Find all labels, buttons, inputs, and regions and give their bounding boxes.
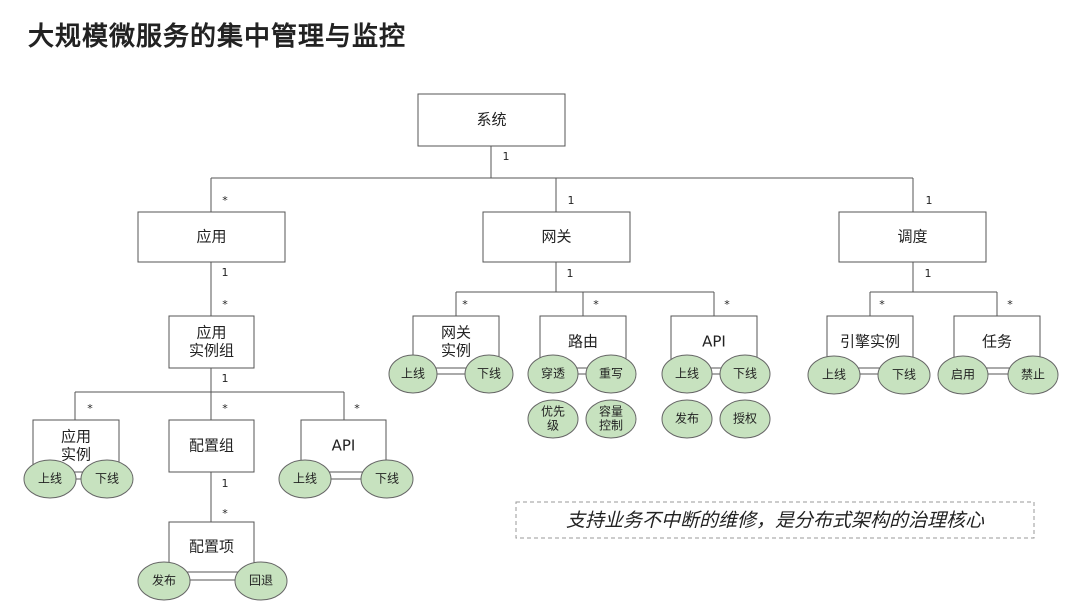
mult-gw-api-many: * [724,298,730,311]
bubble-engine-online-label: 上线 [822,368,846,382]
bubble-gw-instance-online-label: 上线 [401,367,425,381]
node-app-instance-label: 应用 [61,428,91,446]
bubble-app-instance-offline [80,459,134,499]
bubble-gw-instance-offline-label: 下线 [477,367,501,381]
mult-route-many: * [593,298,599,311]
mult-gw-instance-many: * [462,298,468,311]
node-route-label: 路由 [568,333,598,351]
bubble-route-penetrate-label: 穿透 [541,366,565,381]
bubble-task-enable [937,355,989,395]
callout-box [515,501,1035,539]
bubble-gw-api-authorize [719,399,771,439]
node-config-item [168,521,255,573]
node-app-label: 应用 [196,228,226,246]
mult-app-one: 1 [222,266,229,279]
bubble-route-rewrite [585,354,637,394]
mult-group-many: * [222,298,228,311]
bubble-config-publish [137,561,191,601]
node-config-group [168,419,255,473]
node-schedule [838,211,987,263]
bubble-app-api-online-label: 上线 [293,472,317,486]
bubble-gw-api-offline [719,354,771,394]
bubble-route-priority-label: 优先 [541,405,565,419]
bubble-engine-offline [877,355,931,395]
bubble-gw-api-publish-label: 发布 [675,411,699,426]
node-gw-api-label: API [702,333,726,351]
node-engine-instance-label: 引擎实例 [840,333,900,351]
node-gw-instance-label: 实例 [441,342,471,360]
bubble-route-penetrate [527,354,579,394]
bubble-route-capacity-label: 控制 [599,419,623,433]
mult-app-many: * [222,194,228,207]
mult-schedule-child-one: 1 [925,267,932,280]
mult-task-many: * [1007,298,1013,311]
bubble-route-capacity [585,399,637,439]
node-app-api-label: API [332,437,356,455]
mult-app-instance-many: * [87,402,93,415]
bubble-task-disable-label: 禁止 [1021,368,1045,382]
node-task-label: 任务 [982,333,1012,351]
mult-config-group-many: * [222,402,228,415]
mult-gateway-child-one: 1 [567,267,574,280]
node-app-instance-group [168,315,255,369]
node-app-instance-group-label: 应用 [196,324,226,342]
bubble-task-enable-label: 启用 [951,368,975,382]
bubble-gw-api-publish [661,399,713,439]
bubble-app-api-offline-label: 下线 [375,472,399,486]
bubble-route-rewrite-label: 重写 [599,367,623,381]
bubble-gw-api-online-label: 上线 [675,367,699,381]
node-config-item-label: 配置项 [189,538,234,556]
page-title: 大规模微服务的集中管理与监控 [28,22,407,52]
mult-system-one: 1 [503,150,510,163]
bubble-route-capacity-label: 容量 [599,404,623,419]
bubble-engine-online [807,355,861,395]
bubble-route-priority-label: 级 [547,419,559,433]
bubble-app-api-online [278,459,332,499]
node-app-instance-label: 实例 [61,446,91,464]
node-app-instance-group-label: 实例组 [189,342,234,360]
bubble-gw-instance-online [388,354,438,394]
node-system-label: 系统 [476,111,506,129]
bubble-app-api-offline [360,459,414,499]
bubble-route-priority [527,399,579,439]
bubble-gw-instance-offline [464,354,514,394]
callout-text: 支持业务不中断的维修，是分布式架构的治理核心 [566,510,985,532]
mult-config-group-one: 1 [222,477,229,490]
bubble-engine-offline-label: 下线 [892,368,916,382]
bubble-gw-api-authorize-label: 授权 [733,411,757,426]
node-system [417,93,566,147]
mult-app-api-many: * [354,402,360,415]
mult-group-one: 1 [222,372,229,385]
node-gw-instance-label: 网关 [441,324,471,342]
mult-gateway-one: 1 [568,194,575,207]
bubble-config-publish-label: 发布 [152,573,176,588]
mult-engine-many: * [879,298,885,311]
bubble-config-rollback [234,561,288,601]
node-app [137,211,286,263]
node-schedule-label: 调度 [897,228,927,246]
mult-config-item-many: * [222,507,228,520]
bubble-app-instance-offline-label: 下线 [95,472,119,486]
bubble-gw-api-online [661,354,713,394]
bubble-task-disable [1007,355,1059,395]
bubble-config-rollback-label: 回退 [249,574,273,588]
bubble-gw-api-offline-label: 下线 [733,367,757,381]
bubble-app-instance-online-label: 上线 [38,472,62,486]
mult-schedule-one: 1 [926,194,933,207]
node-gateway-label: 网关 [541,228,571,246]
bubble-app-instance-online [23,459,77,499]
node-gateway [482,211,631,263]
node-config-group-label: 配置组 [189,437,234,455]
